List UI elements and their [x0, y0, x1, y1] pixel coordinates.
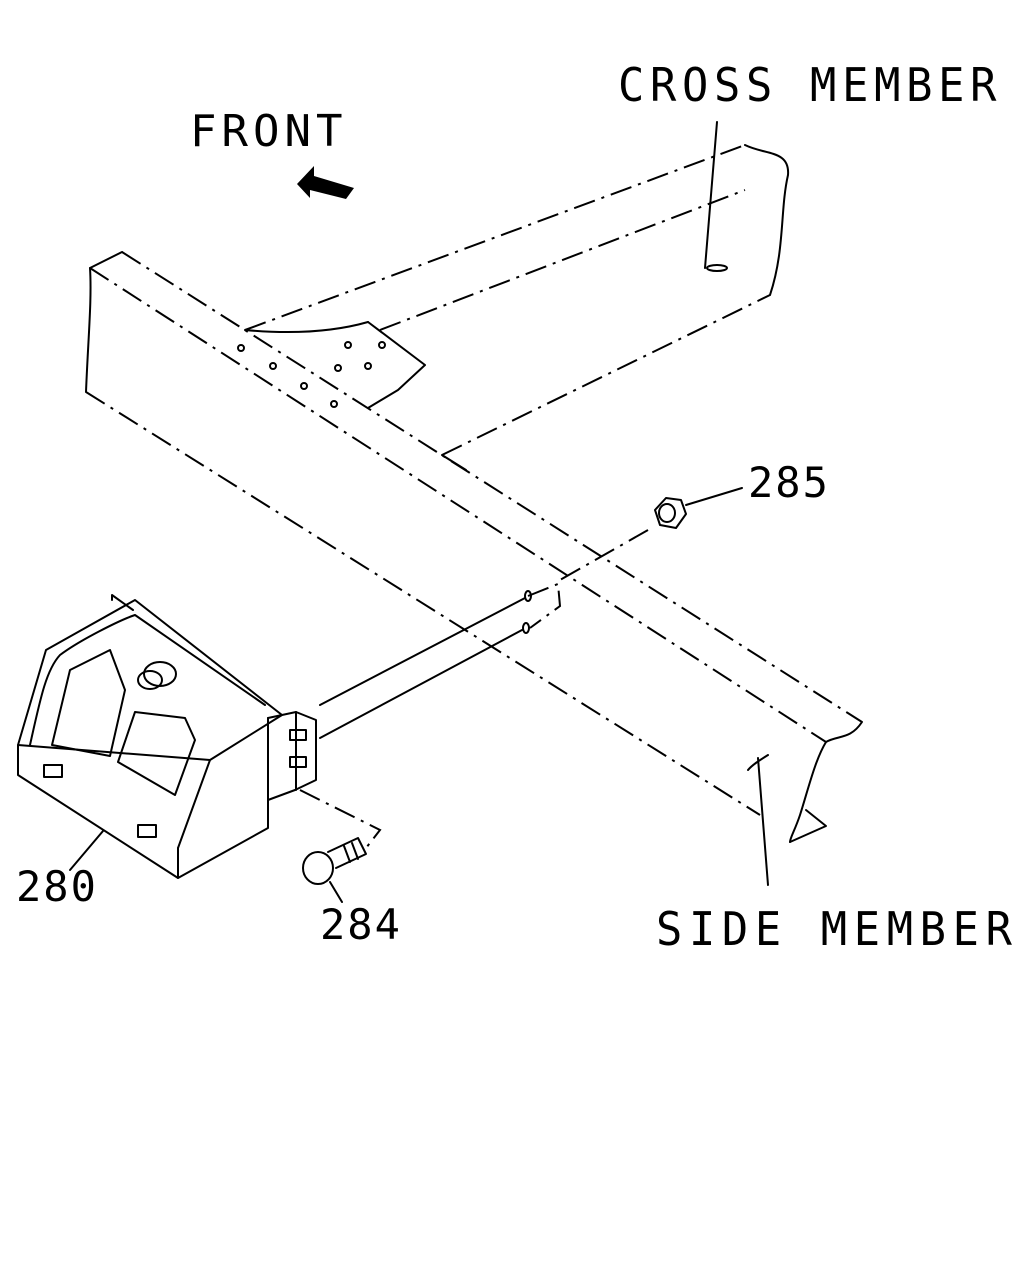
- part-number-280: 280: [16, 862, 98, 911]
- mounting-lines: [319, 582, 562, 739]
- part-number-284: 284: [320, 900, 402, 949]
- nut-285: [559, 487, 743, 581]
- part-number-285: 285: [748, 458, 830, 507]
- front-label: FRONT: [190, 106, 348, 157]
- bolt-284: [299, 789, 382, 903]
- front-arrow-icon: [297, 166, 354, 199]
- cross-member-outline: [244, 121, 790, 471]
- cross-member-label: CROSS MEMBER: [618, 58, 1003, 112]
- side-member-label: SIDE MEMBER: [656, 902, 1019, 956]
- side-member-outline: [85, 251, 863, 886]
- bracket-280: [17, 594, 317, 879]
